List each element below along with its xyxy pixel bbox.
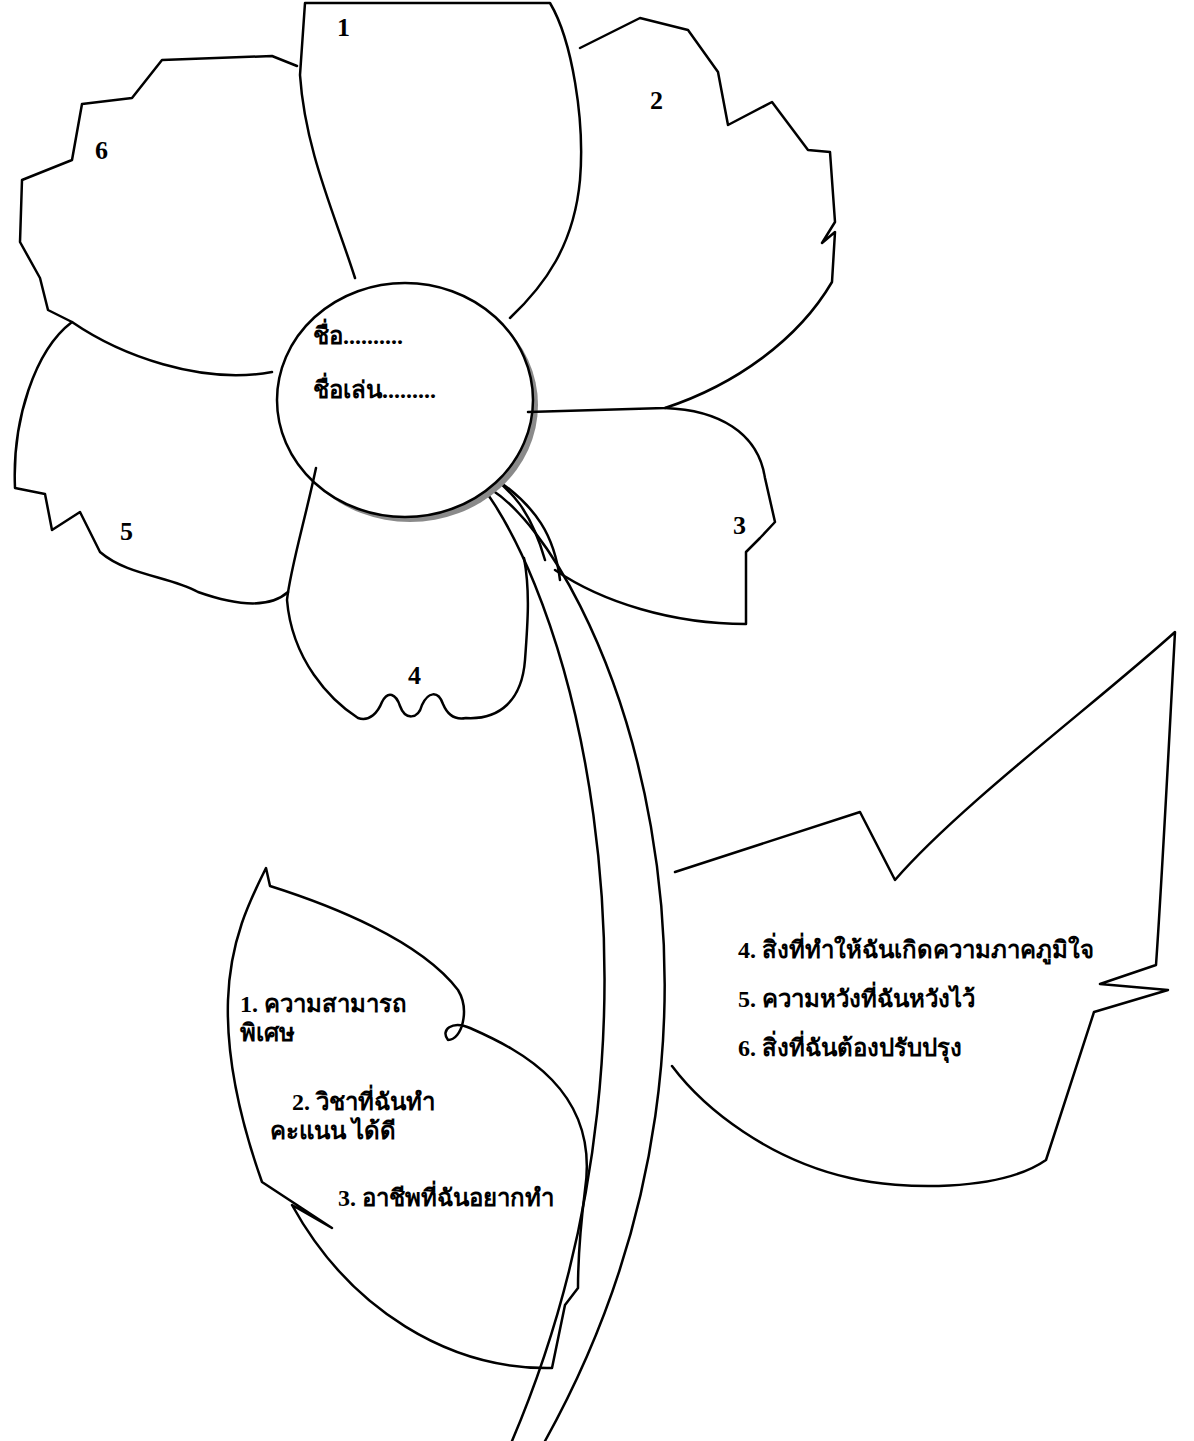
callout-number: 6 bbox=[95, 135, 108, 166]
stem-line bbox=[492, 490, 665, 1441]
node-text: 4. สิ่งที่ทำให้ฉันเกิดความภาคภูมิใจ bbox=[738, 936, 1094, 965]
callout-number: 5 bbox=[120, 516, 133, 547]
flower-petal: 2 bbox=[520, 10, 840, 415]
leaf-outline bbox=[665, 625, 1180, 1195]
flower-petal-line bbox=[20, 56, 297, 375]
node-text: ชื่อ.......... bbox=[313, 322, 403, 351]
flower-petal-line bbox=[287, 468, 528, 719]
flower-petal-line bbox=[15, 322, 288, 603]
node-text: 6. สิ่งที่ฉันต้องปรับปรุง bbox=[738, 1034, 962, 1063]
flower-petal-outline bbox=[520, 10, 840, 415]
flower-petal-outline bbox=[295, 0, 590, 320]
circle-outline bbox=[277, 283, 533, 517]
flower-petal-outline bbox=[15, 50, 300, 380]
flower-petal: 4 bbox=[280, 465, 535, 725]
node-text: 2. วิชาที่ฉันทำคะแนน ได้ดี bbox=[270, 1088, 500, 1146]
node-text: 1. ความสามารถ พิเศษ bbox=[240, 990, 415, 1048]
flower-petal: 1 bbox=[295, 0, 590, 320]
leaf-outline bbox=[225, 865, 595, 1370]
leaf: 1. ความสามารถ พิเศษ 2. วิชาที่ฉันทำคะแนน … bbox=[225, 865, 595, 1370]
callout-number: 3 bbox=[733, 510, 746, 541]
leaf-line bbox=[228, 868, 587, 1368]
stem-line bbox=[455, 458, 604, 1441]
node-text: 5. ความหวังที่ฉันหวังไว้ bbox=[738, 985, 975, 1014]
callout-number: 4 bbox=[408, 660, 421, 691]
callout-number: 1 bbox=[337, 12, 350, 43]
flower-petal: 3 bbox=[550, 400, 780, 630]
callout-number: 2 bbox=[650, 85, 663, 116]
flower-petal-line bbox=[528, 18, 835, 412]
flower-petal-outline bbox=[280, 465, 535, 725]
node-text: ชื่อเล่น......... bbox=[313, 376, 436, 405]
node-text: 3. อาชีพที่ฉันอยากทำ bbox=[338, 1184, 554, 1213]
leaf-line bbox=[672, 632, 1175, 1186]
flower-petal-line bbox=[300, 3, 581, 318]
flower-petal: 6 bbox=[15, 50, 300, 380]
flower-petal-line bbox=[555, 408, 775, 624]
leaf: 4. สิ่งที่ทำให้ฉันเกิดความภาคภูมิใจ 5. คว… bbox=[665, 625, 1180, 1195]
